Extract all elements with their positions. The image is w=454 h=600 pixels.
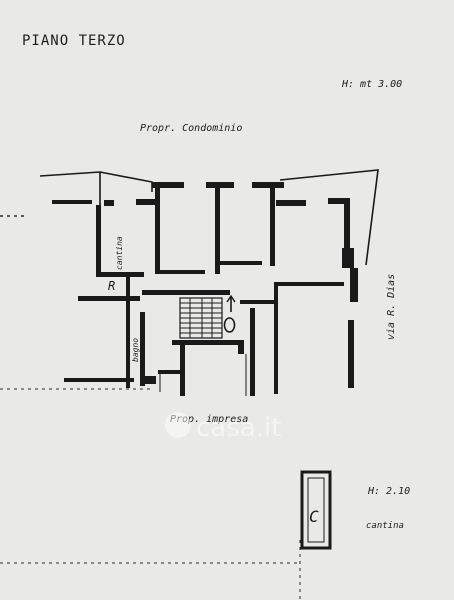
cellar-height-label: H: 2.10 (367, 486, 410, 497)
watermark: casa.it (165, 412, 281, 443)
plan-title: PIANO TERZO (22, 33, 126, 49)
room-label-cantina: cantina (115, 236, 124, 270)
lift-symbol (223, 294, 236, 333)
reference-lines (0, 215, 301, 600)
watermark-text: casa.it (196, 413, 281, 443)
cellar-box (300, 470, 332, 550)
staircase (179, 297, 223, 339)
cellar-label: cantina (366, 521, 404, 531)
walls (52, 182, 358, 396)
mark-r: R (108, 279, 115, 293)
street-label: via R. Dias (386, 274, 397, 340)
owner-bottom-label: Prop. impresa (170, 414, 248, 425)
floor-height-label: H: mt 3.00 (341, 79, 402, 90)
owner-top-label: Propr. Condominio (140, 123, 242, 134)
room-label-bagno: bagno (131, 338, 140, 362)
doors (159, 354, 247, 396)
mark-c: C (309, 507, 319, 526)
